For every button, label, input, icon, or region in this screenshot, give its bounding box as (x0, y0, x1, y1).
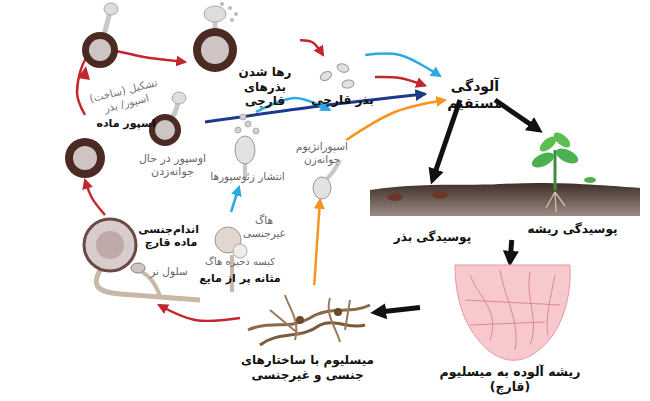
spore-dot (220, 2, 224, 6)
spore-dot (234, 12, 238, 16)
stage-node: آلودگی مستقیم (425, 76, 525, 100)
stage-node: میسلیوم با ساختارهای جنسی و غیرجنسی (240, 285, 375, 395)
spore-dot (228, 6, 232, 10)
mycelium (260, 323, 365, 345)
seed (432, 191, 448, 199)
germ-tube (172, 102, 178, 118)
stage-label: کیسه ذخیره هاگ (195, 256, 285, 268)
cycle-arrow (510, 240, 512, 262)
zoospore (253, 128, 259, 134)
stage-label: میسلیوم با ساختارهای جنسی و غیرجنسی (240, 353, 375, 382)
stage-label: بذر قارچی (310, 93, 375, 108)
leaf (530, 149, 557, 170)
stage-node: اندام‌جنسی ماده قارچسلول نر (75, 215, 195, 305)
spore (341, 79, 354, 89)
spore-dot (230, 18, 234, 22)
stalk (213, 20, 218, 30)
stage-label: مثانه پر از مایع (195, 272, 285, 285)
oogonium (84, 219, 136, 271)
cycle-arrow (85, 180, 105, 215)
cycle-arrow (375, 77, 425, 86)
oospore-wall (82, 32, 118, 68)
antheridium (131, 263, 145, 273)
oosphere (96, 231, 124, 259)
stage-node: انتشار زئوسپورها (205, 112, 290, 187)
oospore-core (155, 120, 175, 140)
soil-band (370, 183, 640, 216)
cycle-arrow (231, 187, 239, 212)
infected-root (455, 265, 570, 360)
arrow-head (78, 66, 90, 80)
cycle-arrow (314, 200, 320, 285)
cycle-arrow (205, 94, 425, 122)
spore (319, 70, 333, 83)
stage-label: اسپورانژیوم جوانه‌زن (282, 140, 362, 166)
stage-label: پوسیدگی بذر (370, 230, 495, 245)
sporangium (235, 136, 255, 164)
stage-node: رها شدن بذرهای قارچی (185, 5, 300, 100)
sporangium-blob (104, 3, 118, 15)
stage-label: اوسپور در حال جوانه‌زدن (135, 152, 210, 179)
stage-node: بذر قارچی (310, 55, 375, 110)
oospore-core (201, 36, 229, 64)
leaf (554, 145, 581, 166)
mycelium (270, 295, 350, 342)
leaf (537, 134, 559, 155)
stage-node: اسپورانژیوم جوانه‌زن (290, 140, 365, 200)
stage-node: پوسیدگی بذر (370, 180, 495, 250)
stage-label: سلول نر (143, 265, 195, 278)
zoospore (235, 127, 241, 133)
process-note: تشکیل (ساخت) اسپور/ بذر (88, 76, 162, 118)
stage-label: انتشار زئوسپورها (203, 170, 292, 183)
plant-root (546, 192, 565, 212)
stage-label: هاگ غیرجنسی (241, 214, 287, 240)
sporangium (313, 177, 331, 199)
spore (336, 62, 350, 74)
vesicle (233, 244, 247, 258)
oospore-wall (193, 28, 237, 72)
sporangium (215, 227, 241, 253)
germ-tube (104, 12, 110, 36)
leaf (584, 177, 596, 183)
zoospore (240, 114, 246, 120)
stage-label: پوسیدگی ریشه (505, 222, 640, 237)
mycelium (248, 305, 370, 330)
zoospore (245, 121, 251, 127)
cycle-arrow (365, 54, 440, 76)
stage-node: اسپور ماده (55, 115, 155, 180)
mycelium-network (465, 270, 560, 350)
cycle-arrow (159, 305, 240, 321)
oospore-wall (65, 138, 105, 178)
cycle-arrow (433, 100, 461, 180)
stage-node: ریشه آلوده به میسلیوم (قارچ) (420, 262, 600, 382)
stage-node: اوسپور در حال جوانه‌زدن (140, 95, 205, 185)
sporangium-blob (172, 92, 186, 104)
plant-stem (554, 150, 557, 190)
stage-label: آلودگی مستقیم (425, 78, 525, 112)
stage-label: ریشه آلوده به میسلیوم (قارچ) (420, 364, 600, 395)
cycle-arrow (375, 308, 420, 313)
stage-label: اسپور ماده (95, 117, 157, 130)
stage-node: هاگ غیرجنسی کیسه ذخیره هاگ مثانه پر از مای… (195, 212, 285, 297)
sexual-structure (334, 308, 342, 316)
oospore-core (73, 146, 97, 170)
seed (387, 193, 403, 201)
cycle-arrow (300, 40, 323, 55)
sexual-structure (296, 316, 304, 324)
stage-node: پوسیدگی ریشه (505, 130, 640, 240)
stage-label: رها شدن بذرهای قارچی (230, 65, 300, 109)
leaf (551, 130, 573, 151)
oospore-core (89, 39, 111, 61)
sporangium-blob (204, 6, 226, 22)
stage-label: اندام‌جنسی ماده قارچ (143, 223, 199, 250)
